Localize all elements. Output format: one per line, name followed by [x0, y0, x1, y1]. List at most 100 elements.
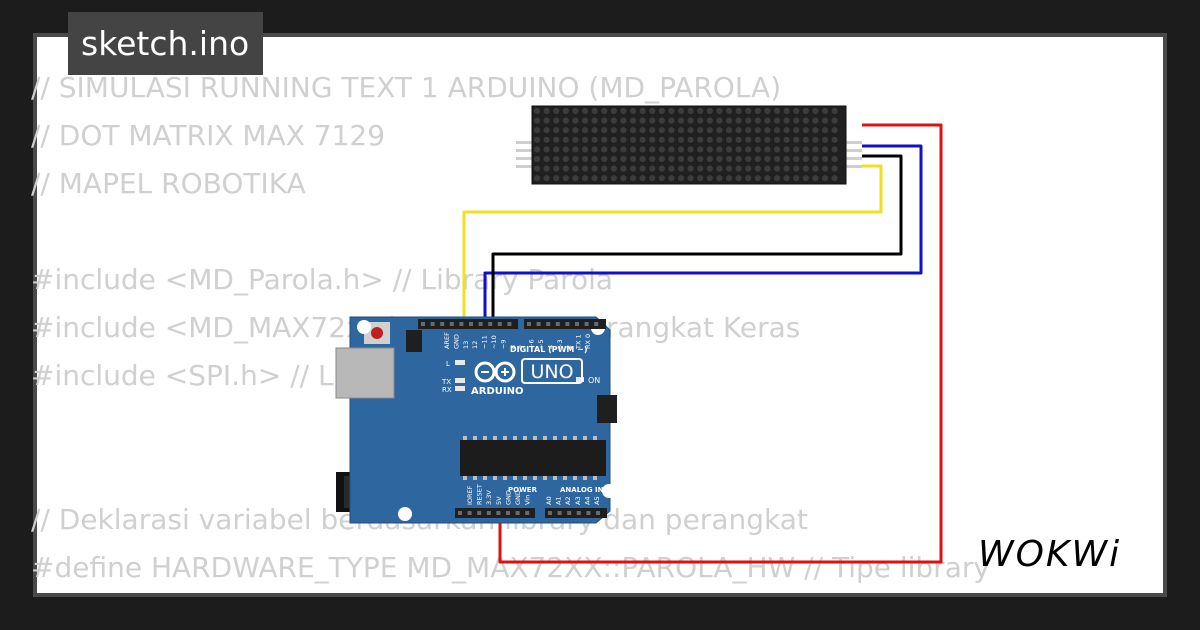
led-dot — [610, 175, 617, 182]
led-dot — [553, 117, 560, 124]
header-pin[interactable] — [430, 322, 435, 326]
led-dot — [629, 127, 637, 134]
header-pin[interactable] — [584, 322, 589, 326]
led-dot — [773, 127, 781, 134]
analog-pin-label: A1 — [555, 496, 563, 505]
analog-pin-label: A2 — [564, 496, 572, 505]
led-dot — [562, 165, 569, 172]
led-dot — [677, 165, 685, 172]
digital-pin-label: 4 — [546, 345, 554, 349]
header-pin[interactable] — [576, 511, 581, 515]
usb-port — [335, 347, 395, 399]
chip-leg — [573, 476, 577, 480]
led-dot — [553, 165, 560, 172]
led-dot — [725, 117, 733, 124]
tx-led — [455, 378, 465, 383]
header-pin[interactable] — [565, 322, 570, 326]
header-pin[interactable] — [467, 511, 472, 515]
led-dot — [706, 127, 713, 134]
led-dot — [601, 127, 608, 134]
header-pin[interactable] — [496, 511, 501, 515]
led-dot — [562, 117, 569, 124]
led-dot — [629, 117, 637, 124]
header-pin[interactable] — [567, 511, 572, 515]
header-pin[interactable] — [506, 511, 510, 515]
led-dot — [764, 107, 771, 115]
l-led — [455, 360, 465, 365]
header-pin[interactable] — [586, 511, 591, 515]
header-pin[interactable] — [478, 322, 483, 326]
chip-leg — [493, 476, 497, 480]
led-dot — [773, 175, 781, 182]
led-dot — [668, 146, 675, 153]
led-dot — [773, 146, 781, 153]
wire-vcc[interactable] — [498, 123, 943, 564]
led-dot — [562, 155, 569, 163]
wire-cs[interactable] — [491, 154, 903, 322]
led-dot — [553, 127, 560, 134]
mount-hole — [602, 484, 616, 498]
led-dot — [620, 127, 627, 134]
header-pin[interactable] — [548, 511, 552, 515]
wire-clk[interactable] — [462, 164, 883, 322]
header-pin[interactable] — [555, 322, 560, 326]
chip-leg — [533, 436, 537, 440]
uno-label: UNO — [530, 361, 573, 383]
dot-matrix-display[interactable] — [516, 105, 862, 185]
led-dot — [581, 117, 589, 124]
led-dot — [745, 107, 752, 115]
led-dot — [821, 165, 829, 172]
header-pin[interactable] — [469, 322, 473, 326]
header-pin[interactable] — [488, 322, 493, 326]
header-pin[interactable] — [449, 322, 454, 326]
header-pin[interactable] — [477, 511, 482, 515]
led-dot — [716, 117, 723, 124]
header-pin[interactable] — [486, 511, 491, 515]
header-pin[interactable] — [596, 511, 600, 515]
header-pin[interactable] — [440, 322, 445, 326]
led-dot — [620, 175, 627, 182]
digital-pin-label: ~9 — [499, 339, 507, 349]
header-pin[interactable] — [536, 322, 541, 326]
chip-leg — [543, 476, 547, 480]
header-pin[interactable] — [459, 322, 464, 326]
header-pin[interactable] — [527, 322, 531, 326]
digital-pin-label: 13 — [462, 341, 470, 349]
file-name-tab[interactable]: sketch.ino — [68, 12, 264, 75]
header-pin[interactable] — [546, 322, 551, 326]
led-dot — [735, 107, 742, 115]
wire-data[interactable] — [483, 144, 923, 322]
header-pin[interactable] — [421, 322, 425, 326]
chip-leg — [563, 436, 567, 440]
led-dot — [754, 155, 761, 163]
led-dot — [725, 175, 733, 182]
led-dot — [629, 165, 637, 172]
led-dot — [543, 107, 550, 115]
led-dot — [620, 165, 627, 172]
led-dot — [658, 117, 665, 124]
led-dot — [601, 117, 608, 124]
header-pin[interactable] — [507, 322, 512, 326]
header-pin[interactable] — [515, 511, 520, 515]
header-pin[interactable] — [458, 511, 462, 515]
led-dot — [783, 117, 790, 124]
led-dot — [735, 155, 742, 163]
led-dot — [812, 155, 819, 163]
header-pin[interactable] — [594, 322, 599, 326]
led-dot — [812, 107, 819, 115]
led-dot — [562, 127, 569, 134]
led-dot — [735, 165, 742, 172]
led-dot — [697, 155, 704, 163]
header-pin[interactable] — [497, 322, 502, 326]
led-dot — [716, 155, 723, 163]
led-dot — [649, 107, 656, 115]
led-dot — [591, 155, 598, 163]
header-pin[interactable] — [525, 511, 530, 515]
header-pin[interactable] — [557, 511, 562, 515]
led-dot — [601, 165, 608, 172]
arduino-uno-board[interactable]: UNO ARDUINO DIGITAL (PWM ~) ON L TX RX P… — [335, 316, 617, 524]
led-dot — [773, 117, 781, 124]
led-dot — [533, 127, 541, 134]
led-dot — [764, 165, 771, 172]
header-pin[interactable] — [575, 322, 579, 326]
